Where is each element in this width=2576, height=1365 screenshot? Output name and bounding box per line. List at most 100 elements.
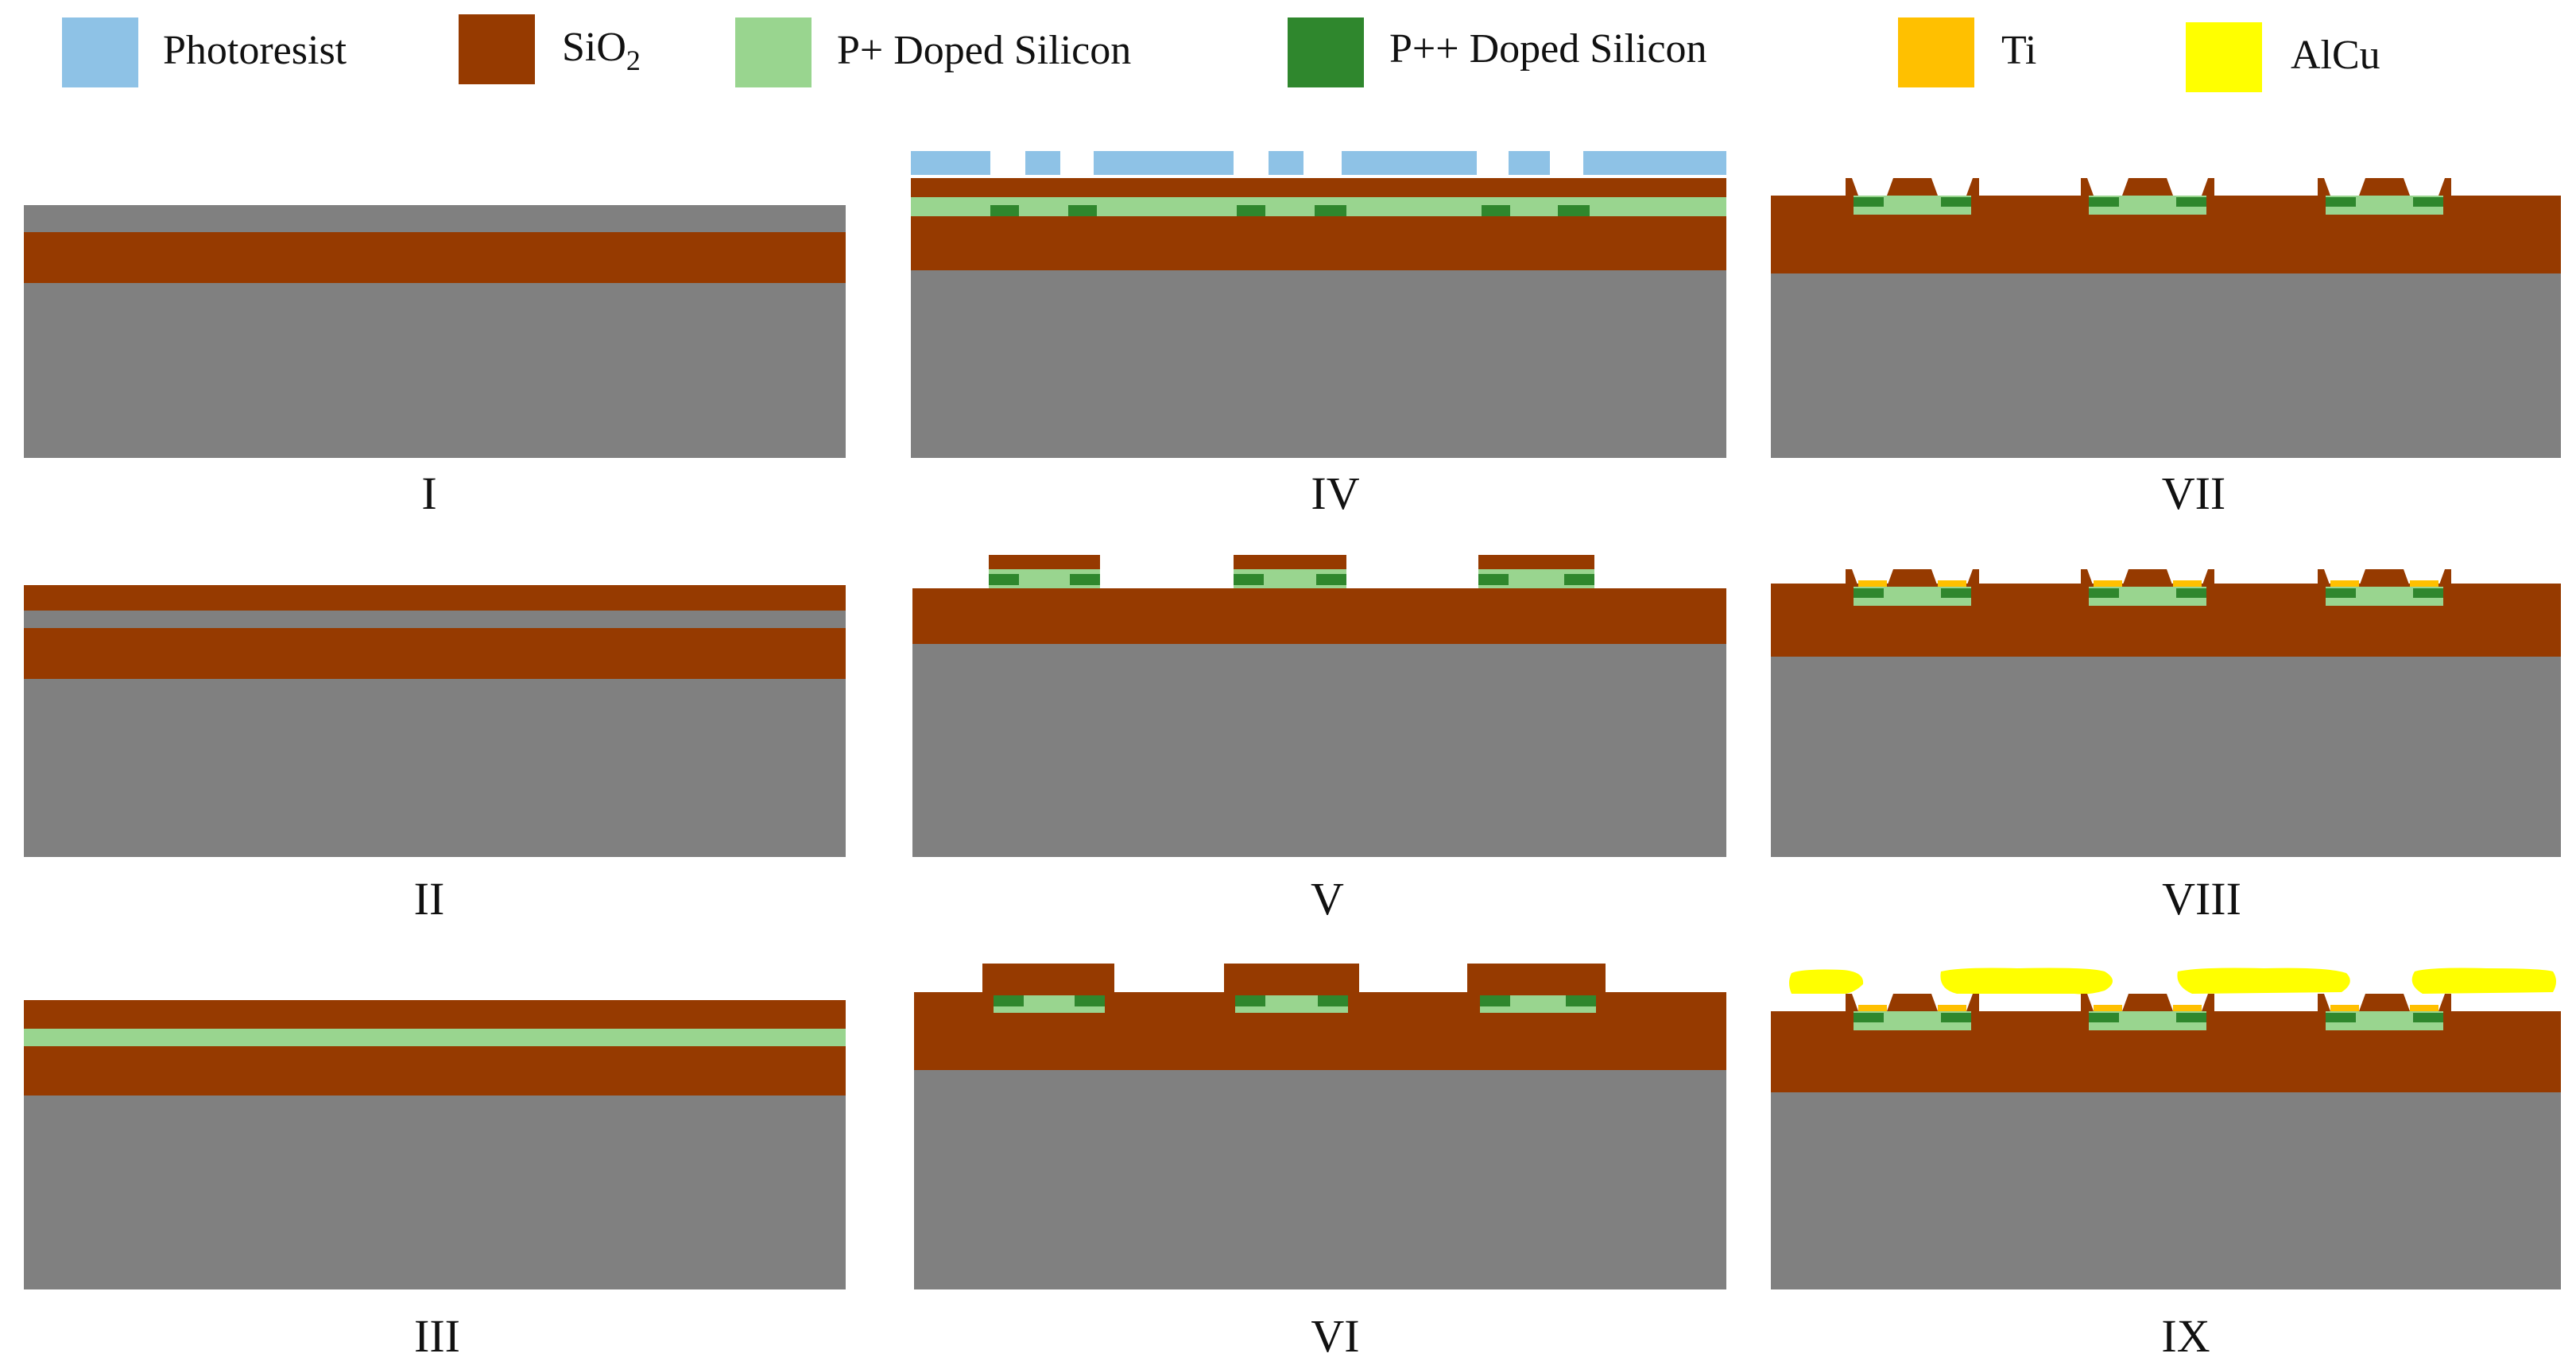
p-plus-plus-region	[1566, 995, 1596, 1006]
ti-contact	[2410, 1005, 2438, 1011]
top-oxide-layer	[24, 1000, 846, 1029]
alcu-pad	[1940, 968, 2113, 995]
p-plus-plus-region	[1237, 205, 1265, 216]
buried-oxide-layer	[24, 1046, 846, 1095]
ti-contact	[2173, 580, 2202, 587]
legend-label-p-plus-plus: P++ Doped Silicon	[1389, 26, 1707, 72]
panel-5-drawing	[912, 555, 1726, 857]
alcu-pad	[2177, 968, 2350, 994]
photoresist-block	[1509, 151, 1550, 175]
process-step-9	[1771, 965, 2561, 1289]
legend: Photoresist SiO2 P+ Doped Silicon P++ Do…	[0, 0, 2576, 119]
ti-contact	[2330, 1005, 2359, 1011]
legend-label-alcu: AlCu	[2291, 33, 2380, 78]
substrate	[1771, 273, 2561, 458]
ti-contact	[1938, 1005, 1966, 1011]
p-plus-plus-region	[1854, 588, 1884, 598]
legend-swatch-photoresist	[62, 17, 138, 87]
alcu-pad	[2411, 968, 2556, 994]
process-step-5	[912, 555, 1726, 857]
p-plus-plus-region	[1234, 574, 1264, 585]
p-plus-plus-region	[1070, 574, 1100, 585]
legend-label-ti: Ti	[2001, 28, 2037, 73]
step-label-7: VII	[2161, 467, 2226, 519]
p-plus-plus-region	[2176, 1013, 2206, 1022]
process-step-6	[914, 964, 1726, 1289]
mesa-oxide-cap	[1478, 555, 1594, 569]
photoresist-block	[1583, 151, 1726, 175]
p-plus-plus-region	[2413, 1013, 2443, 1022]
top-oxide-layer	[911, 178, 1726, 197]
ti-contact	[2330, 580, 2359, 587]
ti-contact	[2094, 1005, 2122, 1011]
process-step-3	[24, 1000, 846, 1289]
p-plus-plus-region	[1564, 574, 1594, 585]
p-plus-plus-region	[1941, 197, 1971, 207]
legend-label-sio2-subscript: 2	[626, 45, 641, 76]
step-label-4: IV	[1311, 467, 1360, 519]
step-label-1: I	[421, 467, 437, 519]
legend-label-photoresist: Photoresist	[163, 28, 347, 73]
legend-swatch-ti	[1898, 17, 1974, 87]
process-step-1	[24, 205, 846, 458]
p-plus-plus-region	[1068, 205, 1097, 216]
p-plus-plus-region	[1480, 995, 1510, 1006]
p-plus-plus-region	[990, 205, 1019, 216]
buried-oxide-layer	[24, 628, 846, 679]
p-plus-plus-region	[1316, 574, 1346, 585]
process-step-4	[911, 151, 1726, 458]
mesa-oxide-cap	[989, 555, 1100, 569]
device-silicon-layer	[24, 611, 846, 628]
step-label-9: IX	[2161, 1310, 2210, 1362]
p-plus-plus-region	[2413, 588, 2443, 598]
buried-oxide-layer	[911, 216, 1726, 270]
buried-oxide-layer	[912, 588, 1726, 644]
legend-label-p-plus: P+ Doped Silicon	[837, 28, 1132, 73]
p-plus-plus-region	[2089, 588, 2119, 598]
panel-1-drawing	[24, 205, 846, 458]
top-oxide-layer	[24, 585, 846, 611]
substrate	[24, 1095, 846, 1289]
ti-contact	[1858, 580, 1887, 587]
substrate	[24, 283, 846, 458]
device-silicon-layer	[24, 205, 846, 232]
photoresist-block	[1094, 151, 1234, 175]
p-plus-plus-region	[2326, 588, 2356, 598]
substrate	[24, 679, 846, 857]
legend-swatch-alcu	[2186, 22, 2262, 92]
substrate	[1771, 657, 2561, 857]
p-plus-plus-region	[2176, 588, 2206, 598]
p-plus-plus-region	[1075, 995, 1105, 1006]
oxide-cover	[914, 964, 1726, 1070]
p-plus-plus-region	[1318, 995, 1348, 1006]
panel-7-drawing	[1771, 178, 2561, 458]
ti-contact	[2094, 580, 2122, 587]
photoresist-block	[911, 151, 990, 175]
p-plus-plus-region	[989, 574, 1019, 585]
p-plus-plus-region	[1482, 205, 1510, 216]
step-label-8: VIII	[2162, 873, 2241, 925]
oxide-layer	[24, 232, 846, 283]
p-plus-plus-region	[2089, 1013, 2119, 1022]
p-plus-plus-region	[1854, 1013, 1884, 1022]
p-plus-plus-region	[1315, 205, 1346, 216]
step-label-5: V	[1311, 873, 1344, 925]
substrate	[1771, 1092, 2561, 1289]
p-plus-plus-region	[2326, 197, 2356, 207]
substrate	[911, 270, 1726, 458]
substrate	[912, 644, 1726, 857]
panel-6-drawing	[914, 964, 1726, 1289]
ti-contact	[1858, 1005, 1887, 1011]
step-label-6: VI	[1311, 1310, 1360, 1362]
step-label-2: II	[413, 873, 445, 925]
p-plus-plus-region	[1235, 995, 1265, 1006]
legend-label-sio2-main: SiO	[562, 25, 626, 70]
p-plus-plus-region	[1941, 1013, 1971, 1022]
process-step-2	[24, 585, 846, 857]
p-plus-plus-region	[994, 995, 1024, 1006]
legend-swatch-sio2	[459, 14, 535, 84]
panel-4-drawing	[911, 151, 1726, 458]
photoresist-block	[1025, 151, 1060, 175]
photoresist-block	[1269, 151, 1303, 175]
